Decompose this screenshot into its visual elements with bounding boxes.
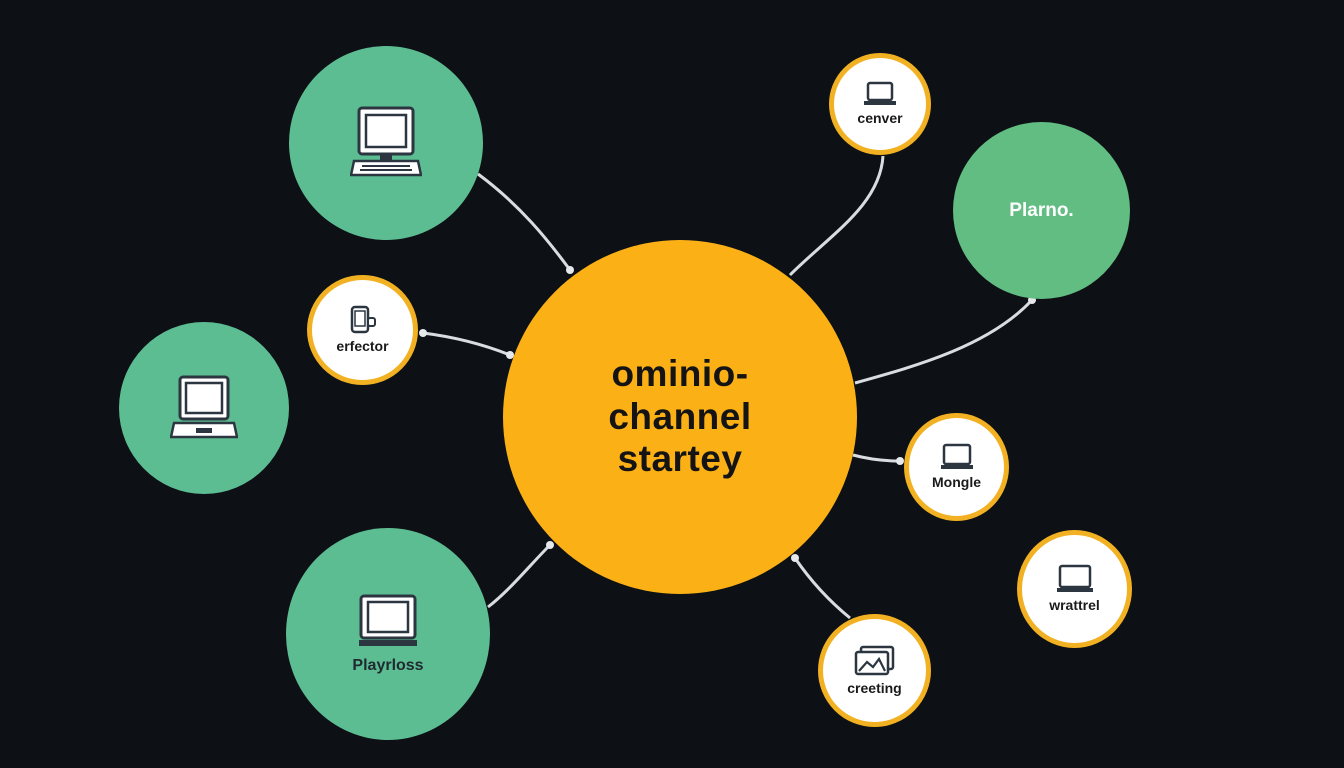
connector-mongle [852,453,901,463]
node-label: wrattrel [1049,597,1100,614]
node-plarno[interactable]: Plarno. [953,122,1130,299]
connector-creeting [793,557,851,620]
connector-dot [419,329,427,337]
node-label: Plarno. [1009,199,1074,221]
connector-dot [791,554,799,562]
node-playrloss[interactable]: Playrloss [286,528,490,740]
connector-computer-top-left [477,172,572,271]
connector-dot [896,457,904,465]
node-label: creeting [847,679,902,696]
laptop-icon [170,375,238,439]
monitor-icon [940,444,973,470]
hub-node[interactable]: ominio- channel startey [503,240,857,594]
hub-title-line: startey [617,438,743,480]
node-computer-left[interactable] [119,322,289,494]
image-icon [854,645,894,676]
monitor-icon [359,594,417,646]
connector-dot [506,351,514,359]
node-label: erfector [336,338,389,355]
node-cenver[interactable]: cenver [829,53,931,155]
monitor-icon [1056,565,1093,593]
node-label: Mongle [932,474,981,491]
node-wrattrel[interactable]: wrattrel [1017,530,1132,648]
connector-erfector [422,331,511,357]
node-erfector[interactable]: erfector [307,275,418,385]
node-creeting[interactable]: creeting [818,614,931,727]
node-label: cenver [857,110,903,127]
hub-title: ominio- channel startey [608,353,751,481]
node-computer-top-left[interactable] [289,46,483,240]
mobile-phone-icon [350,306,376,334]
connector-dot [546,541,554,549]
hub-title-line: channel [608,395,752,437]
node-mongle[interactable]: Mongle [904,413,1009,521]
connector-plarno [854,298,1034,385]
connector-cenver [788,155,885,277]
laptop-icon [864,82,896,106]
connector-dot [566,266,574,274]
connector-playrloss [487,543,552,609]
desktop-computer-icon [350,106,422,177]
hub-title-line: ominio- [611,353,749,395]
node-label: Playrloss [352,656,424,674]
